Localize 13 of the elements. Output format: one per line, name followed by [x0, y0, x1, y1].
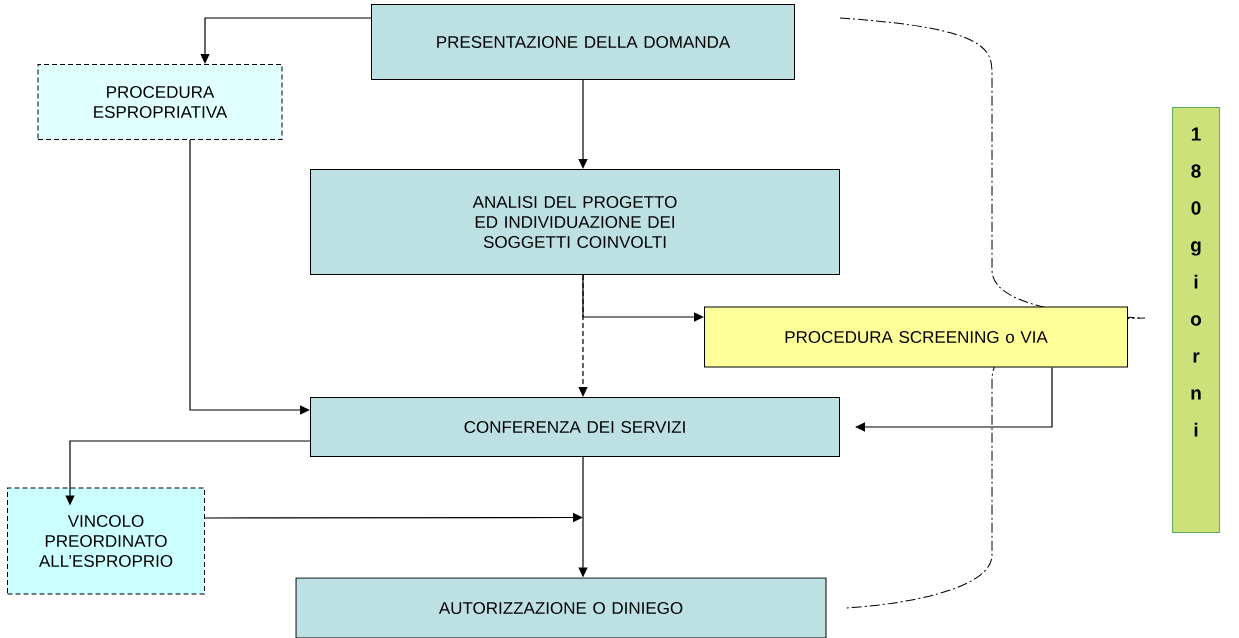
process-box: PROCEDURA ESPROPRIATIVA	[37, 64, 283, 140]
process-box: PRESENTAZIONE DELLA DOMANDA	[371, 4, 795, 80]
process-box: ANALISI DEL PROGETTO ED INDIVIDUAZIONE DEI SOGGETTI COINVOLTI	[310, 169, 840, 275]
process-box: VINCOLO PREORDINATO ALL’ESPROPRIO	[7, 487, 205, 595]
arrow	[189, 139, 310, 415]
arrow	[578, 79, 588, 169]
process-box: PROCEDURA SCREENING o VIA	[704, 306, 1128, 368]
process-box: AUTORIZZAZIONE O DINIEGO	[295, 577, 827, 638]
arrow	[200, 17, 372, 64]
process-box: CONFERENZA DEI SERVIZI	[310, 397, 840, 457]
duration-bar: 180 giorni	[1172, 107, 1220, 533]
arrow	[855, 366, 1053, 432]
arrow	[582, 274, 704, 322]
